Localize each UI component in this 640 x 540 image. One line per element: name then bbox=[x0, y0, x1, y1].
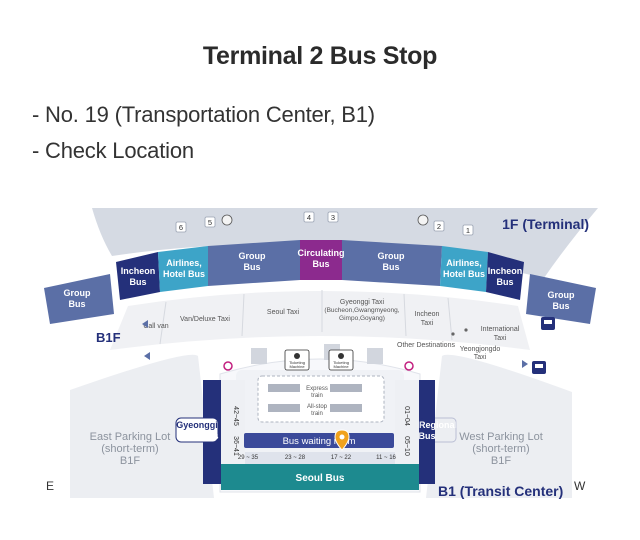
bay-range-29-35: 29 ~ 35 bbox=[238, 455, 259, 461]
clock-icon bbox=[221, 214, 233, 226]
column-range-right-2: 05~10 bbox=[403, 436, 410, 456]
gate-6: 6 bbox=[175, 221, 187, 233]
west-parking-lot bbox=[426, 354, 572, 498]
column-range-right-1: 01~04 bbox=[403, 406, 410, 426]
stop-marker-icon bbox=[223, 361, 233, 371]
label-airlines-left: Airlines,Hotel Bus bbox=[163, 258, 205, 279]
arrow-left-icon bbox=[142, 320, 148, 328]
label-bus-waiting-room: Bus waiting room bbox=[283, 436, 356, 447]
escalator bbox=[367, 348, 383, 364]
zone-row-side bbox=[44, 274, 596, 324]
svg-text:3: 3 bbox=[331, 213, 335, 222]
label-seoul-taxi: Seoul Taxi bbox=[267, 309, 300, 316]
svg-text:1: 1 bbox=[466, 226, 470, 235]
gate-2: 2 bbox=[433, 220, 445, 232]
gate-3: 3 bbox=[327, 211, 339, 223]
bay-range-11-16: 11 ~ 16 bbox=[376, 455, 396, 461]
transit-center bbox=[219, 358, 421, 493]
taxi-band bbox=[110, 291, 530, 350]
bay-range-23-28: 23 ~ 28 bbox=[285, 455, 306, 461]
label-gyeonggi-taxi: Gyeonggi Taxi(Bucheon,Gwangmyeong,Gimpo,… bbox=[324, 299, 399, 322]
taxi-icon bbox=[541, 317, 555, 330]
bay-range-17-22: 17 ~ 22 bbox=[331, 455, 352, 461]
label-other-destinations: Other Destinations bbox=[397, 342, 455, 349]
location-pin-icon bbox=[334, 429, 350, 451]
bus-waiting-room bbox=[244, 433, 394, 448]
label-van-deluxe-taxi: Van/Deluxe Taxi bbox=[180, 316, 230, 323]
gate-5: 5 bbox=[204, 216, 216, 228]
arrow-left-icon bbox=[144, 352, 150, 360]
column-range-left-1: 42~45 bbox=[232, 406, 239, 426]
floor-label-1f: 1F (Terminal) bbox=[502, 216, 589, 232]
info-line-stop-number: - No. 19 (Transportation Center, B1) bbox=[32, 102, 375, 127]
pin-icon bbox=[451, 332, 455, 336]
floor-label-b1f: B1F bbox=[96, 330, 121, 345]
svg-text:2: 2 bbox=[437, 222, 441, 231]
page-title: Terminal 2 Bus Stop bbox=[202, 42, 438, 70]
gate-1: 1 bbox=[462, 224, 474, 236]
escalator bbox=[251, 348, 267, 364]
column-range-left-2: 36~41 bbox=[232, 436, 239, 456]
label-west-parking: West Parking Lot(short-term)B1F bbox=[459, 431, 543, 467]
zone-row-1f bbox=[116, 240, 524, 300]
east-parking-lot bbox=[70, 354, 214, 498]
svg-text:6: 6 bbox=[179, 223, 183, 232]
svg-text:4: 4 bbox=[307, 213, 311, 222]
label-seoul-bus: Seoul Bus bbox=[296, 473, 345, 484]
label-east-parking: East Parking Lot(short-term)B1F bbox=[90, 431, 171, 467]
stop-marker-icon bbox=[404, 361, 414, 371]
label-airlines-right: Airlines,Hotel Bus bbox=[443, 258, 485, 279]
clock-icon bbox=[417, 214, 429, 226]
direction-west: W bbox=[574, 479, 586, 493]
direction-east: E bbox=[46, 479, 54, 493]
label-call-van: Call van bbox=[143, 323, 168, 330]
arrow-right-icon bbox=[522, 360, 528, 368]
info-line-check-location: - Check Location bbox=[32, 138, 194, 163]
taxi-icon bbox=[532, 361, 546, 374]
seoul-bus-zone bbox=[221, 464, 419, 490]
svg-text:5: 5 bbox=[208, 218, 212, 227]
regional-bus-zone bbox=[417, 380, 435, 484]
gate-4: 4 bbox=[303, 211, 315, 223]
pin-icon bbox=[464, 328, 468, 332]
floor-label-transit-center: B1 (Transit Center) bbox=[438, 483, 563, 499]
